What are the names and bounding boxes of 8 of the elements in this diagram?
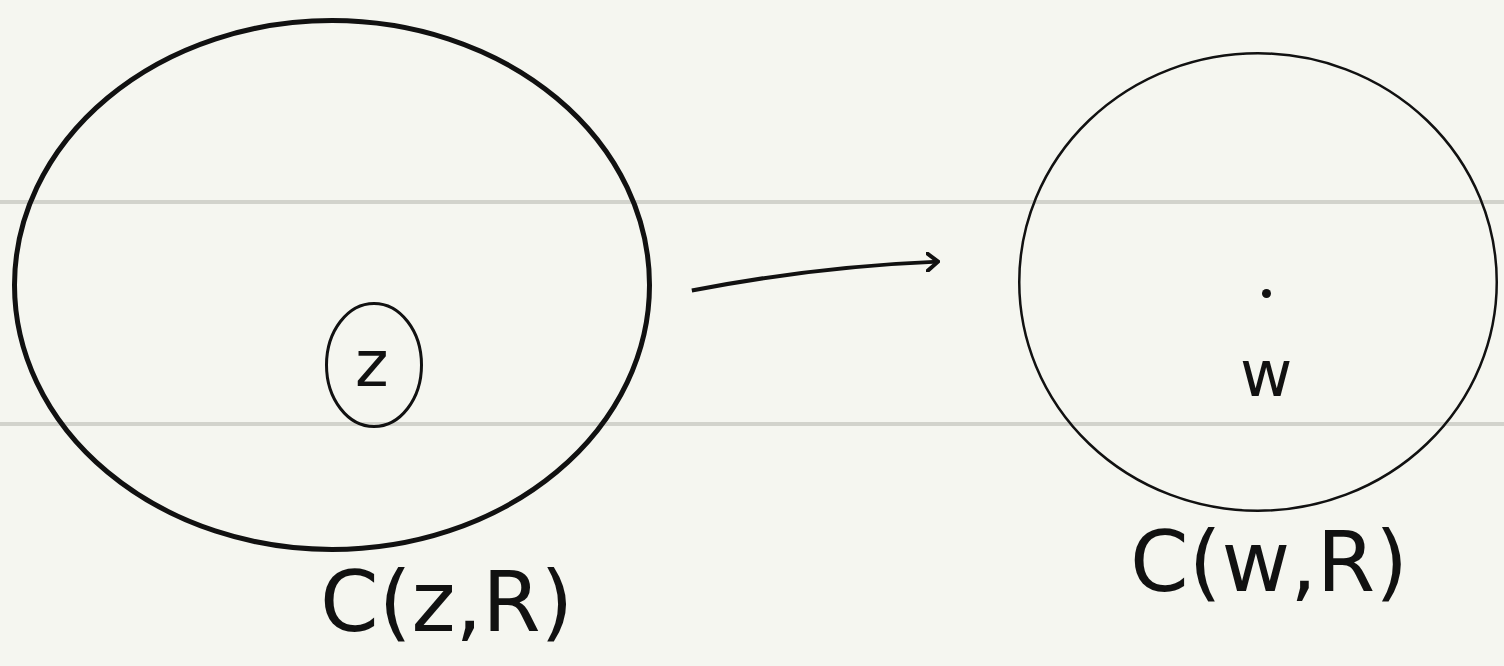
arrow [691,251,941,293]
circle-label: C(z,R) [320,560,574,644]
variable-label: z [355,332,389,396]
variable-label: w [1240,342,1293,406]
circle-outline [325,302,423,428]
circle-label: C(w,R) [1130,520,1408,604]
circle-outline [1018,52,1498,512]
circle-outline [12,18,652,552]
